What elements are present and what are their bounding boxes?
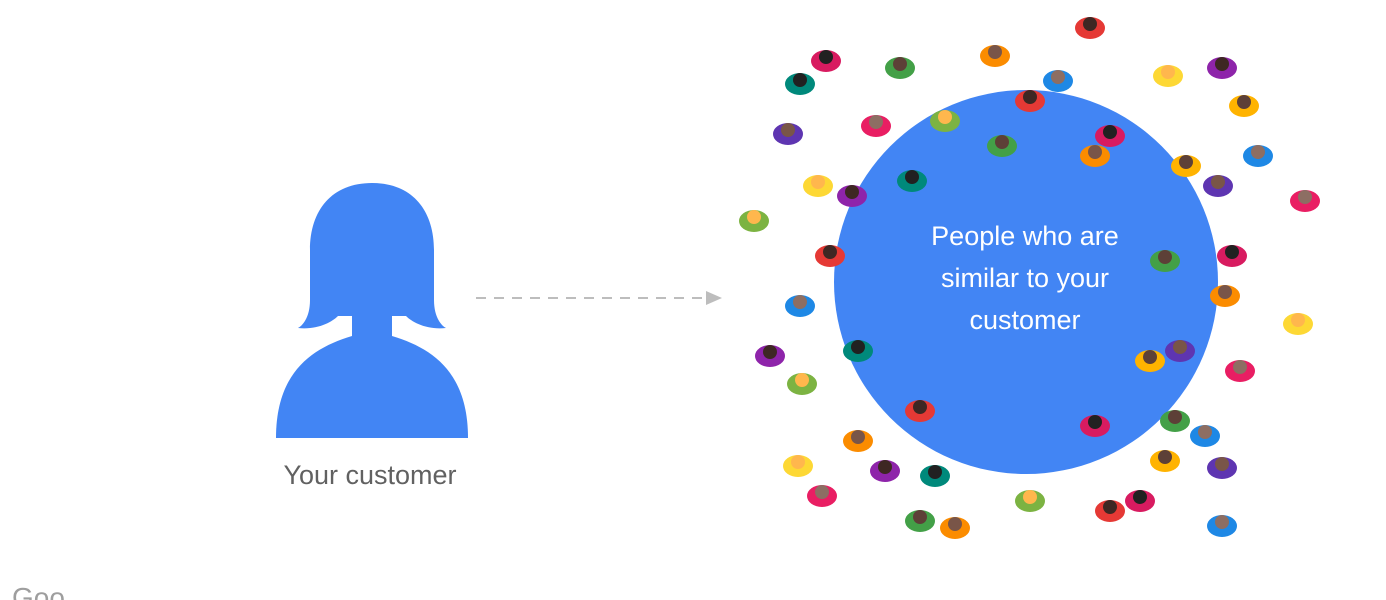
crowd-person-icon (837, 185, 867, 207)
crowd-person-icon (987, 135, 1017, 157)
crowd-person-icon (1243, 145, 1273, 167)
crowd-person-icon (1207, 457, 1237, 479)
crowd-person-icon (1190, 425, 1220, 447)
customer-label: Your customer (283, 460, 457, 490)
crowd-person-icon (785, 295, 815, 317)
crowd-person-icon (807, 485, 837, 507)
audience-circle (834, 90, 1218, 474)
crowd-person-icon (1135, 350, 1165, 372)
audience-label: People who are similar to your customer (880, 215, 1170, 341)
crowd-person-icon (1015, 490, 1045, 512)
crowd-person-icon (1171, 155, 1201, 177)
dashed-arrow (476, 291, 722, 305)
crowd-person-icon (1229, 95, 1259, 117)
crowd-person-icon (1150, 450, 1180, 472)
crowd-person-icon (1075, 17, 1105, 39)
crowd-person-icon (940, 517, 970, 539)
person-silhouette-icon (276, 183, 468, 438)
crowd-person-icon (1150, 250, 1180, 272)
crowd-person-icon (1095, 125, 1125, 147)
crowd-person-icon (803, 175, 833, 197)
crowd-person-icon (755, 345, 785, 367)
crowd-person-icon (1080, 145, 1110, 167)
crowd-person-icon (1153, 65, 1183, 87)
crowd-person-icon (787, 373, 817, 395)
crowd-person-icon (1125, 490, 1155, 512)
crowd-person-icon (773, 123, 803, 145)
crowd-person-icon (1165, 340, 1195, 362)
crowd-person-icon (1225, 360, 1255, 382)
crowd-person-icon (870, 460, 900, 482)
crowd-person-icon (783, 455, 813, 477)
crowd-person-icon (1203, 175, 1233, 197)
crowd-person-icon (785, 73, 815, 95)
crowd-person-icon (815, 245, 845, 267)
crowd-person-icon (1207, 57, 1237, 79)
audience-label-line-2: similar to your (940, 263, 1110, 293)
crowd-person-icon (1160, 410, 1190, 432)
crowd-person-icon (1043, 70, 1073, 92)
crowd-person-icon (1217, 245, 1247, 267)
crowd-person-icon (897, 170, 927, 192)
crowd-person-icon (1015, 90, 1045, 112)
crowd-person-icon (861, 115, 891, 137)
crowd-person-icon (980, 45, 1010, 67)
crowd-person-icon (1095, 500, 1125, 522)
crowd-person-icon (811, 50, 841, 72)
audience-label-line-3: customer (969, 305, 1081, 335)
crowd-person-icon (920, 465, 950, 487)
crowd-person-icon (905, 400, 935, 422)
crowd-person-icon (1080, 415, 1110, 437)
crowd-person-icon (843, 340, 873, 362)
crowd-person-icon (905, 510, 935, 532)
brand-fragment: Goo (12, 582, 65, 600)
audience-label-line-1: People who are (931, 221, 1119, 251)
crowd-person-icon (739, 210, 769, 232)
crowd-person-icon (1283, 313, 1313, 335)
crowd-person-icon (843, 430, 873, 452)
crowd-people-icon (739, 17, 1320, 539)
crowd-person-icon (1290, 190, 1320, 212)
crowd-person-icon (1207, 515, 1237, 537)
crowd-person-icon (885, 57, 915, 79)
crowd-person-icon (1210, 285, 1240, 307)
crowd-person-icon (930, 110, 960, 132)
